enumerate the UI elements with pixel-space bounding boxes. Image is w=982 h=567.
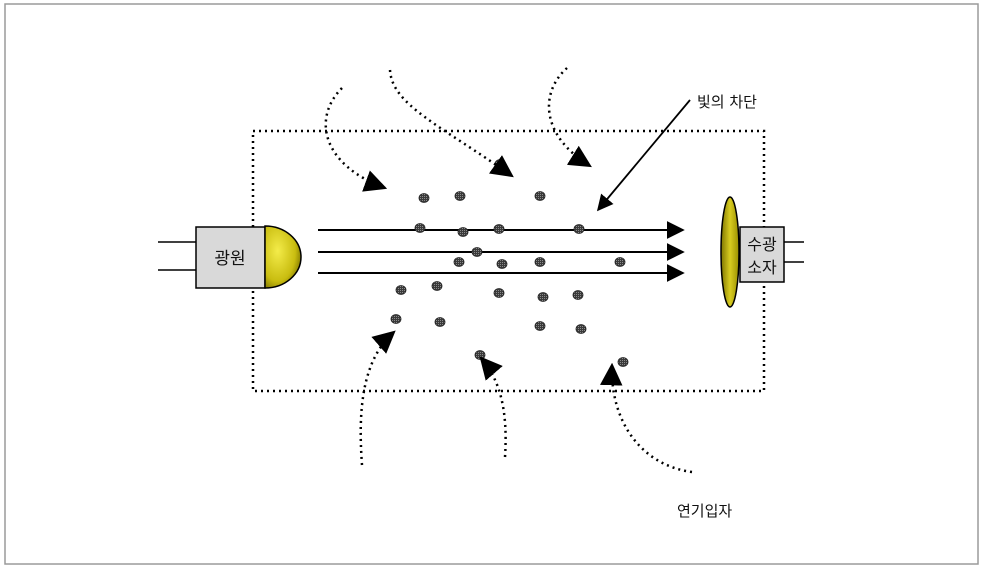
smoke-particle [493, 224, 505, 234]
detection-chamber [251, 129, 766, 393]
light-source-label: 광원 [214, 249, 245, 269]
light-source-lens [264, 225, 302, 289]
smoke-particle [493, 288, 505, 298]
smoke-particle [534, 257, 546, 267]
receiver-body [739, 226, 785, 283]
smoke-particle [534, 321, 546, 331]
smoke-flow-arrow [600, 362, 693, 474]
smoke-particle [573, 224, 585, 234]
receiver-label-line2: 소자 [747, 258, 777, 277]
smoke-particle [453, 257, 465, 267]
light-block-label: 빛의 차단 [697, 93, 757, 111]
smoke-particle [471, 247, 483, 257]
smoke-particle [614, 257, 626, 267]
smoke-particle [395, 285, 407, 295]
smoke-flow-arrow [388, 69, 514, 178]
receiver-label-line1: 수광 [747, 235, 777, 254]
smoke-particle [572, 290, 584, 300]
smoke-particles [390, 159, 629, 367]
smoke-particle [390, 314, 402, 324]
smoke-flow-arrows [324, 67, 693, 474]
smoke-particle [454, 191, 466, 201]
smoke-particle [496, 259, 508, 269]
smoke-flow-arrow [479, 356, 507, 458]
smoke-particle [617, 357, 629, 367]
light-receiver: 수광 소자 [720, 196, 804, 308]
smoke-particle [431, 281, 443, 291]
light-block-pointer [596, 99, 691, 212]
smoke-particle [537, 292, 549, 302]
light-source: 광원 [158, 225, 302, 289]
smoke-particle [457, 227, 469, 237]
smoke-flow-arrow [324, 87, 388, 192]
smoke-particle [418, 193, 430, 203]
receiver-disc [720, 196, 740, 308]
smoke-particle [414, 223, 426, 233]
smoke-flow-arrow [359, 330, 396, 466]
smoke-particle [434, 317, 446, 327]
smoke-particle [474, 350, 486, 360]
outer-frame [4, 3, 979, 565]
smoke-particle [575, 324, 587, 334]
smoke-particle [534, 191, 546, 201]
smoke-particles-label: 연기입자 [677, 502, 732, 520]
smoke-flow-arrow [547, 67, 592, 168]
